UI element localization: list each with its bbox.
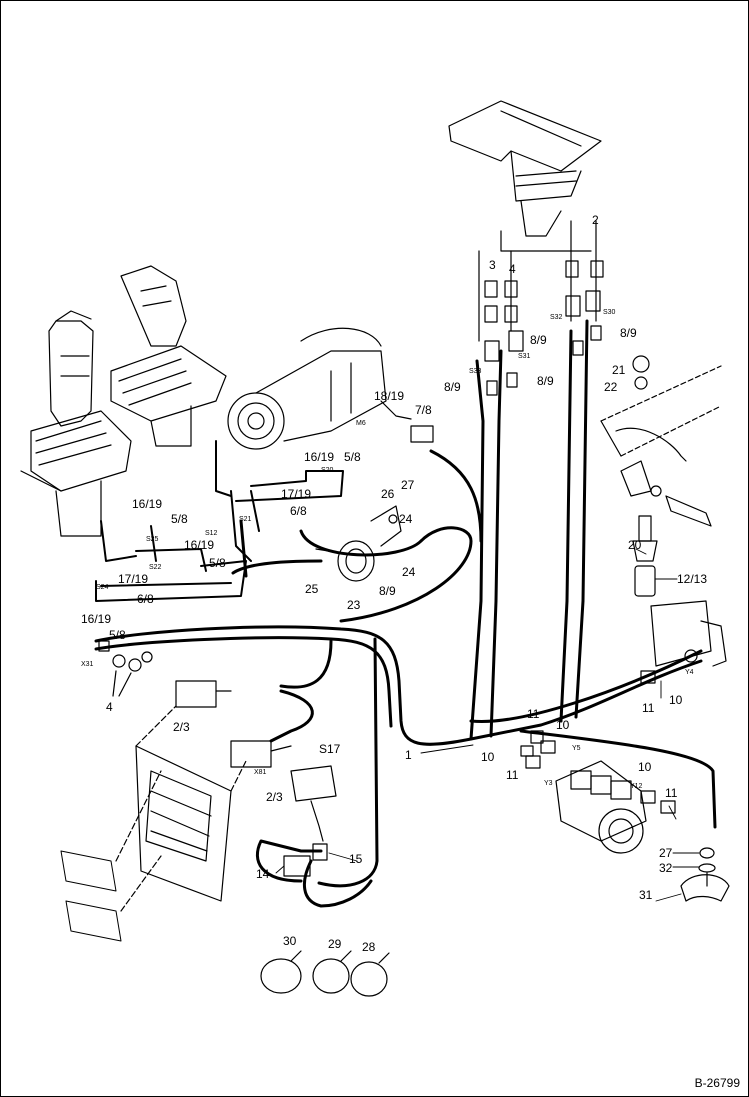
tag-m6: M6 bbox=[356, 420, 366, 427]
horn bbox=[315, 505, 402, 582]
label-10-y5: 10 bbox=[556, 718, 570, 732]
label-17-19-b: 17/19 bbox=[118, 572, 148, 586]
label-6-8-b: 6/8 bbox=[290, 504, 307, 518]
label-22: 22 bbox=[604, 380, 618, 394]
relay-panel bbox=[60, 680, 292, 942]
label-4-top: 4 bbox=[509, 262, 516, 276]
tag-s25: S25 bbox=[146, 536, 159, 543]
label-2-3-a: 2/3 bbox=[173, 720, 190, 734]
label-8-9-a: 8/9 bbox=[530, 333, 547, 347]
control-subharness bbox=[95, 440, 344, 602]
label-1: 1 bbox=[405, 748, 412, 762]
label-17-19-a: 17/19 bbox=[281, 487, 311, 501]
label-8-9-c: 8/9 bbox=[444, 380, 461, 394]
label-5-8-a: 5/8 bbox=[171, 512, 188, 526]
tag-y4: Y4 bbox=[685, 669, 694, 676]
tag-y12: Y12 bbox=[630, 783, 643, 790]
label-21: 21 bbox=[612, 363, 626, 377]
ground-connectors bbox=[98, 640, 153, 697]
tag-s20: S20 bbox=[321, 467, 334, 474]
part-labels: 1 2 3 4 4 10 10 10 10 11 11 11 11 12/13 … bbox=[81, 213, 707, 954]
label-2-3-b: 2/3 bbox=[266, 790, 283, 804]
label-16-19-d: 16/19 bbox=[81, 612, 111, 626]
label-24: 24 bbox=[402, 565, 416, 579]
label-32: 32 bbox=[659, 861, 673, 875]
label-5-8-b: 5/8 bbox=[209, 556, 226, 570]
label-11-right: 11 bbox=[665, 786, 678, 800]
relay-s17 bbox=[283, 765, 337, 877]
left-joystick bbox=[20, 310, 132, 537]
pressure-switch-bracket bbox=[600, 355, 722, 597]
pedal-switch-assembly bbox=[448, 100, 604, 396]
tag-s24: S24 bbox=[96, 584, 109, 591]
label-8-9-b: 8/9 bbox=[620, 326, 637, 340]
label-4: 4 bbox=[106, 700, 113, 714]
label-24-top: 24 bbox=[399, 512, 413, 526]
tag-x31: X31 bbox=[81, 661, 94, 668]
tag-s31: S31 bbox=[518, 353, 531, 360]
label-28: 28 bbox=[362, 940, 376, 954]
connector-tags: S25 S22 S24 S21 S12 S20 S33 S31 S32 S30 … bbox=[81, 309, 694, 790]
label-10-y12: 10 bbox=[638, 760, 652, 774]
leader-lines bbox=[275, 548, 700, 902]
label-16-19-a: 16/19 bbox=[132, 497, 162, 511]
label-5-8-d: 5/8 bbox=[109, 628, 126, 642]
tag-s30: S30 bbox=[603, 309, 616, 316]
label-20: 20 bbox=[628, 538, 642, 552]
label-3: 3 bbox=[489, 258, 496, 272]
label-16-19-c: 16/19 bbox=[304, 450, 334, 464]
main-harness bbox=[94, 319, 717, 908]
drawing-reference: B-26799 bbox=[694, 1076, 740, 1090]
tag-s21: S21 bbox=[239, 516, 252, 523]
tag-x81: X81 bbox=[254, 769, 267, 776]
label-29: 29 bbox=[328, 937, 342, 951]
label-11-left: 11 bbox=[506, 768, 519, 782]
label-26: 26 bbox=[381, 487, 395, 501]
label-7-8: 7/8 bbox=[415, 403, 432, 417]
label-31: 31 bbox=[639, 888, 653, 902]
cable-ties bbox=[260, 950, 390, 997]
label-8-9-e: 8/9 bbox=[379, 584, 396, 598]
tag-y3: Y3 bbox=[544, 780, 553, 787]
tag-s32: S32 bbox=[550, 314, 563, 321]
tag-s22: S22 bbox=[149, 564, 162, 571]
label-12-13: 12/13 bbox=[677, 572, 707, 586]
label-30: 30 bbox=[283, 934, 297, 948]
tag-s33: S33 bbox=[469, 368, 482, 375]
tag-s12: S12 bbox=[205, 530, 218, 537]
label-25: 25 bbox=[305, 582, 319, 596]
label-27-top: 27 bbox=[401, 478, 415, 492]
label-16-19-b: 16/19 bbox=[184, 538, 214, 552]
label-23: 23 bbox=[347, 598, 361, 612]
clamp-hardware bbox=[680, 847, 730, 902]
label-8-9-d: 8/9 bbox=[537, 374, 554, 388]
label-s17: S17 bbox=[319, 742, 341, 756]
blower-motor bbox=[227, 327, 434, 450]
label-11-top: 11 bbox=[527, 707, 540, 721]
tag-y5: Y5 bbox=[572, 745, 581, 752]
label-6-8-a: 6/8 bbox=[137, 592, 154, 606]
label-14: 14 bbox=[256, 867, 270, 881]
label-10-left: 10 bbox=[481, 750, 495, 764]
label-2: 2 bbox=[592, 213, 599, 227]
valve-block bbox=[520, 600, 727, 854]
label-10-y4: 10 bbox=[669, 693, 683, 707]
label-11-y4: 11 bbox=[642, 701, 655, 715]
label-15: 15 bbox=[349, 852, 363, 866]
right-joystick bbox=[110, 265, 227, 447]
label-18-19: 18/19 bbox=[374, 389, 404, 403]
label-5-8-c: 5/8 bbox=[344, 450, 361, 464]
label-27: 27 bbox=[659, 846, 673, 860]
